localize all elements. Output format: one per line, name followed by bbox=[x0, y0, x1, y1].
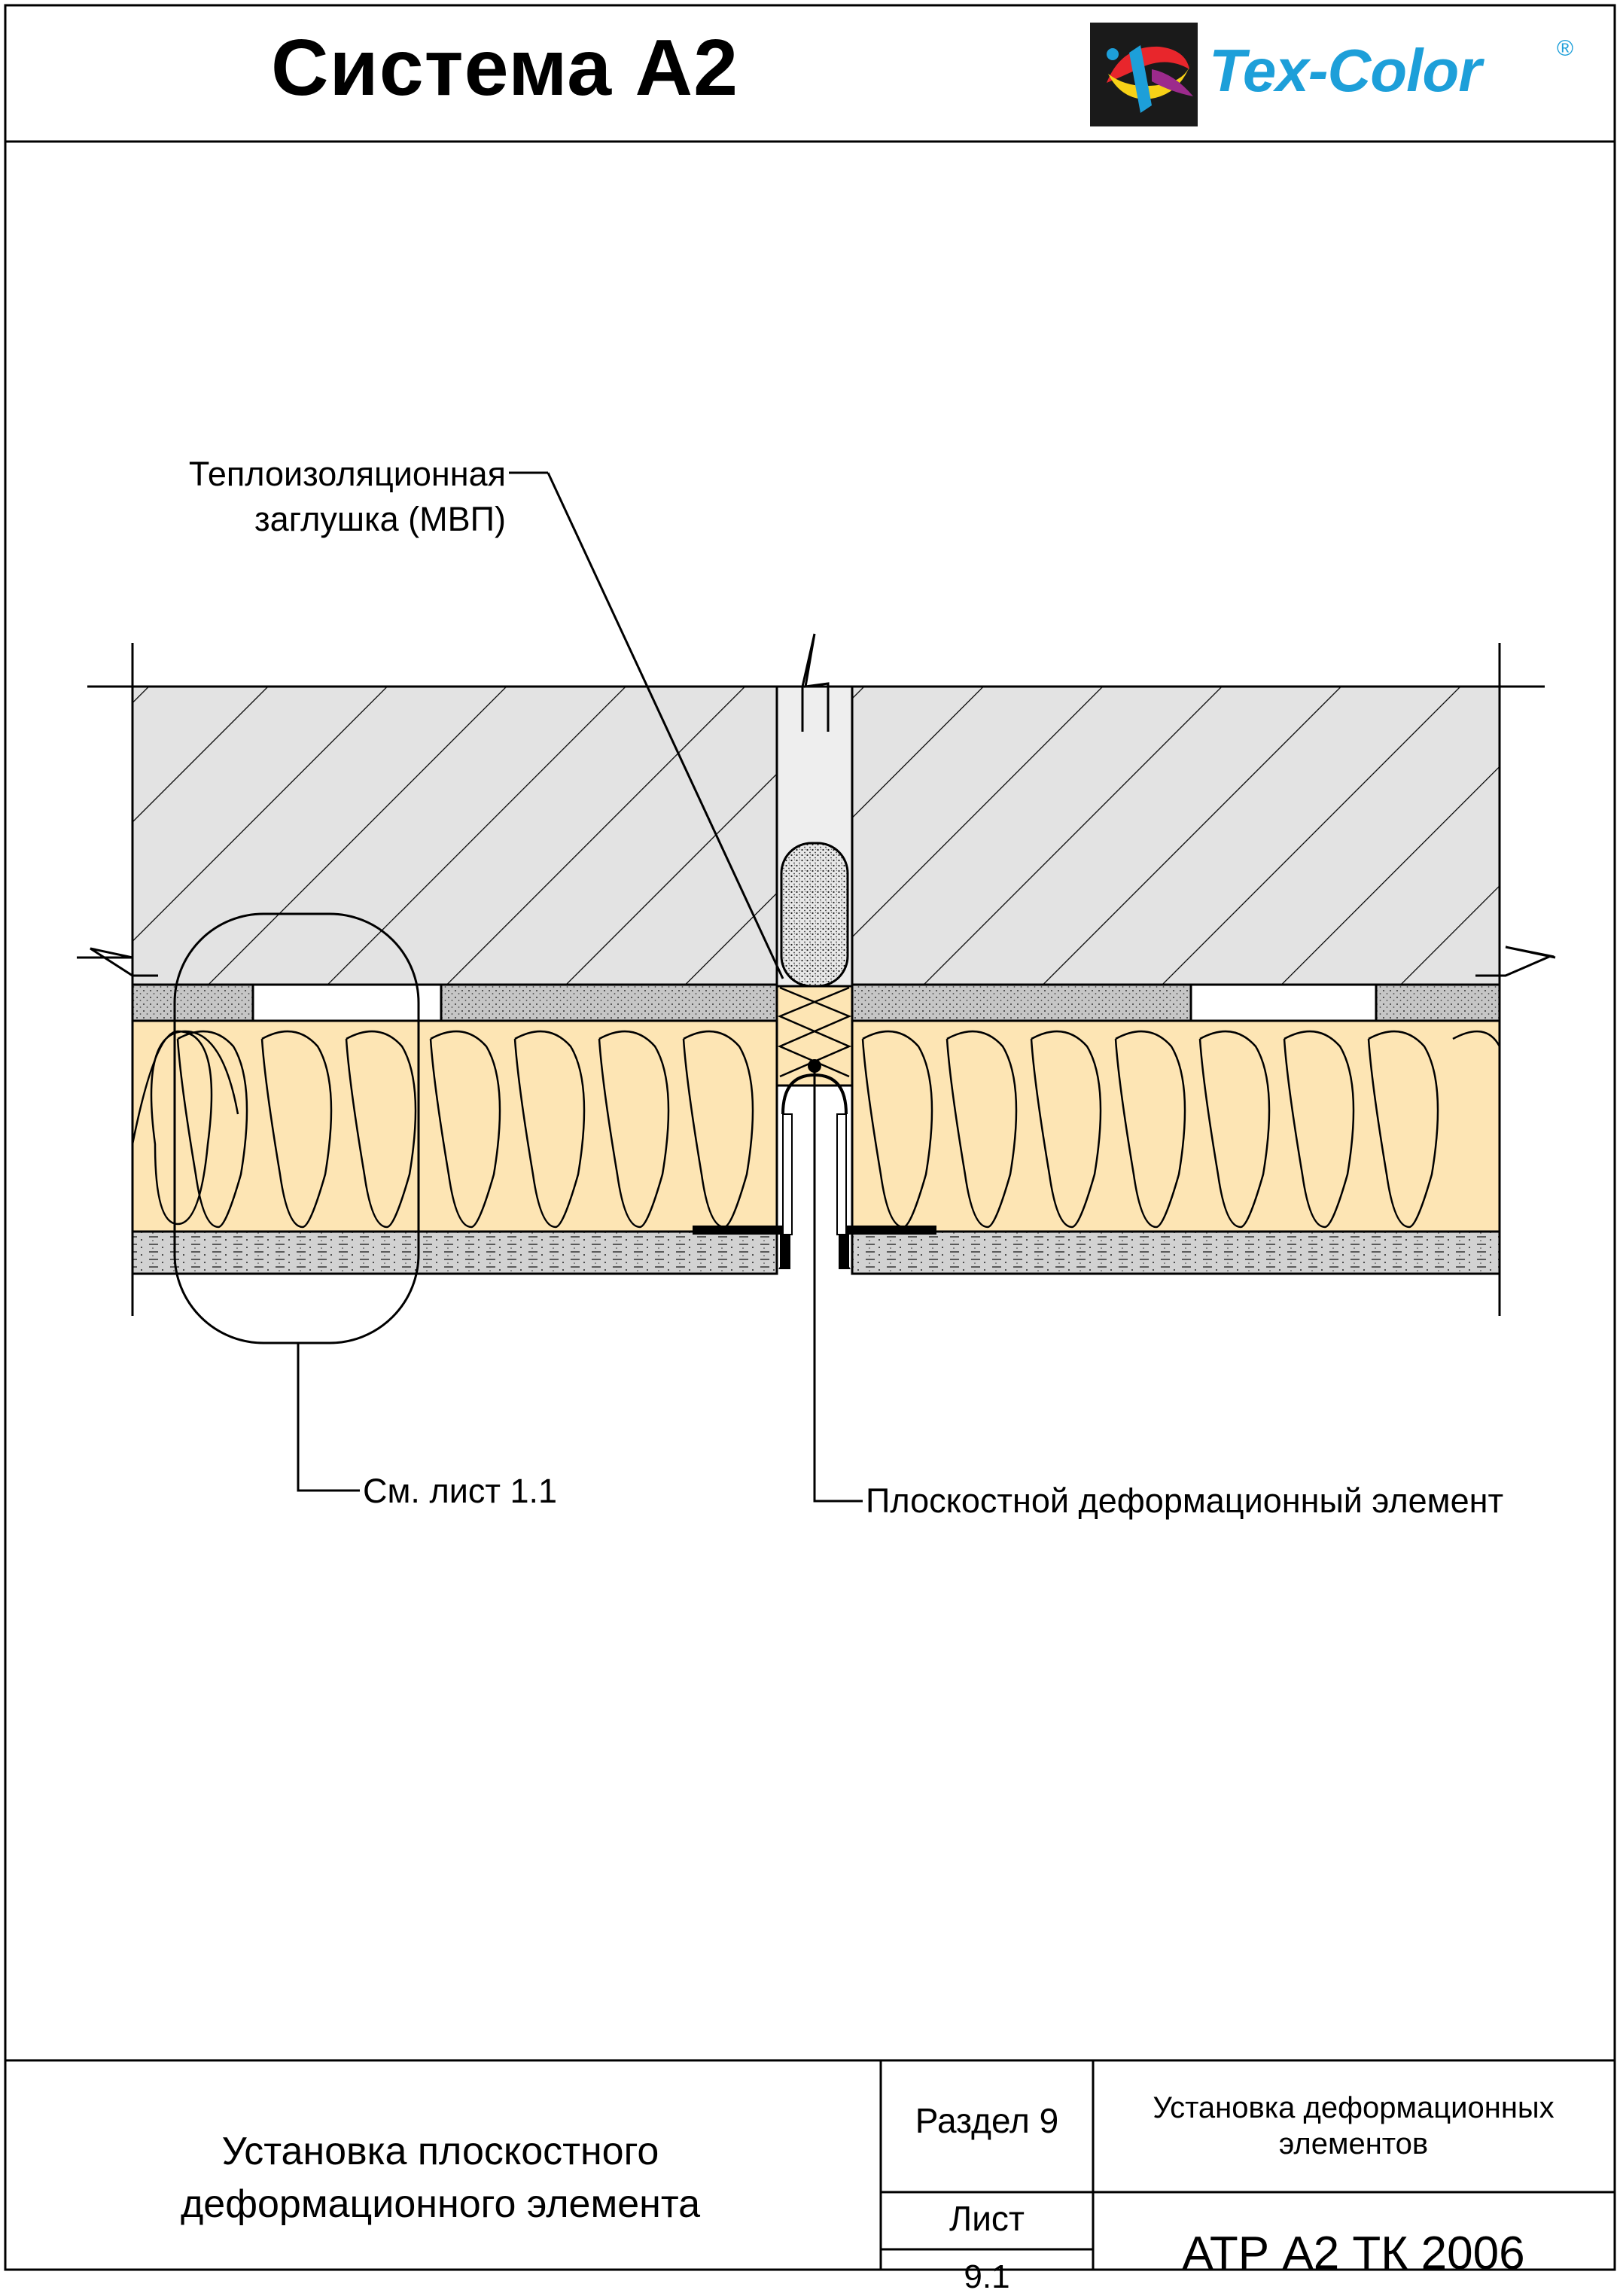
title-block-code: АТР А2 ТК 2006 bbox=[1182, 2227, 1525, 2279]
title-block-topic-line2: элементов bbox=[1278, 2127, 1429, 2160]
title-block-main-line1: Установка плоскостного bbox=[221, 2130, 659, 2173]
detail-callout-outline bbox=[173, 912, 420, 1344]
tex-color-logo-icon bbox=[1090, 23, 1198, 126]
callout-expansion-element: Плоскостной деформационный элемент bbox=[866, 1481, 1504, 1520]
leader-lines bbox=[297, 471, 863, 1503]
title-block-sheet-label: Лист bbox=[949, 2199, 1025, 2238]
expansion-profile bbox=[693, 1073, 936, 1269]
title-block-grid bbox=[5, 2059, 1615, 2270]
callout-plug-line2: заглушка (МВП) bbox=[254, 500, 506, 538]
break-mark-top bbox=[801, 633, 830, 732]
insulation-wave-pattern bbox=[131, 1030, 1501, 1229]
render-layer-left bbox=[131, 1230, 778, 1275]
break-mark-left bbox=[77, 947, 158, 977]
registered-mark: ® bbox=[1557, 36, 1574, 61]
title-block-main-line2: деформационного элемента bbox=[180, 2182, 701, 2226]
insulation-left bbox=[131, 1019, 778, 1233]
sheet-frame bbox=[4, 4, 1616, 2271]
render-layer-right bbox=[851, 1230, 1501, 1275]
callout-see-sheet: См. лист 1.1 bbox=[363, 1472, 558, 1510]
title-block-sheet-number: 9.1 bbox=[964, 2258, 1010, 2295]
concrete-wall-left bbox=[131, 685, 778, 986]
insulation-right bbox=[851, 1019, 1501, 1233]
title-block-topic-line1: Установка деформационных bbox=[1153, 2091, 1555, 2124]
foam-backer-rod bbox=[780, 842, 849, 988]
title-block-section: Раздел 9 bbox=[915, 2101, 1059, 2140]
concrete-wall-right bbox=[851, 685, 1501, 986]
brand-name: Tex-Color bbox=[1209, 37, 1481, 104]
callout-plug-line1: Теплоизоляционная bbox=[188, 455, 506, 493]
page-title: Система А2 bbox=[271, 23, 739, 112]
break-mark-right bbox=[1475, 946, 1556, 977]
